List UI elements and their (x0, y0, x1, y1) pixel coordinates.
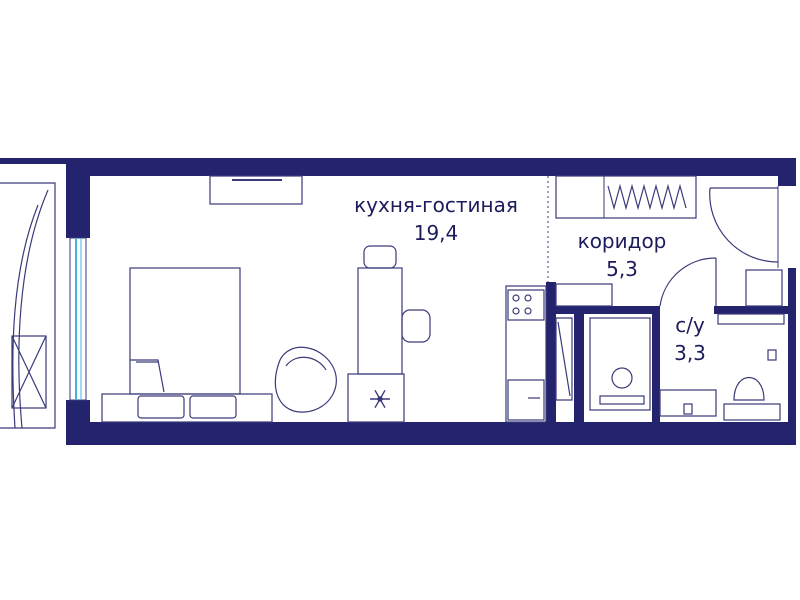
bathroom-door (659, 257, 717, 307)
room-name-bathroom: с/у (675, 313, 705, 337)
bathroom-shelf (717, 313, 785, 325)
shower (589, 317, 651, 411)
balcony (0, 158, 66, 429)
snowflake-icon (370, 389, 390, 409)
balcony-cabinet (11, 335, 47, 409)
room-name-corridor: коридор (578, 229, 667, 253)
shoe-cabinet (555, 283, 613, 307)
kitchen-unit (505, 285, 547, 423)
niche (555, 317, 573, 401)
room-area-corridor: 5,3 (606, 257, 638, 281)
dining-table (357, 245, 431, 375)
sink (659, 389, 717, 417)
fridge (347, 373, 405, 423)
wardrobe (555, 175, 697, 219)
room-area-kitchen-living: 19,4 (414, 221, 459, 245)
entrance-door (709, 186, 779, 268)
walls (66, 158, 796, 445)
sofa (101, 393, 273, 423)
room-name-kitchen-living: кухня-гостиная (354, 193, 518, 217)
washing-machine (745, 269, 783, 307)
armchair (274, 346, 337, 413)
window (69, 237, 87, 401)
tv-stand (209, 175, 303, 205)
room-area-bathroom: 3,3 (674, 341, 706, 365)
toilet (723, 349, 781, 421)
bed (129, 267, 241, 395)
